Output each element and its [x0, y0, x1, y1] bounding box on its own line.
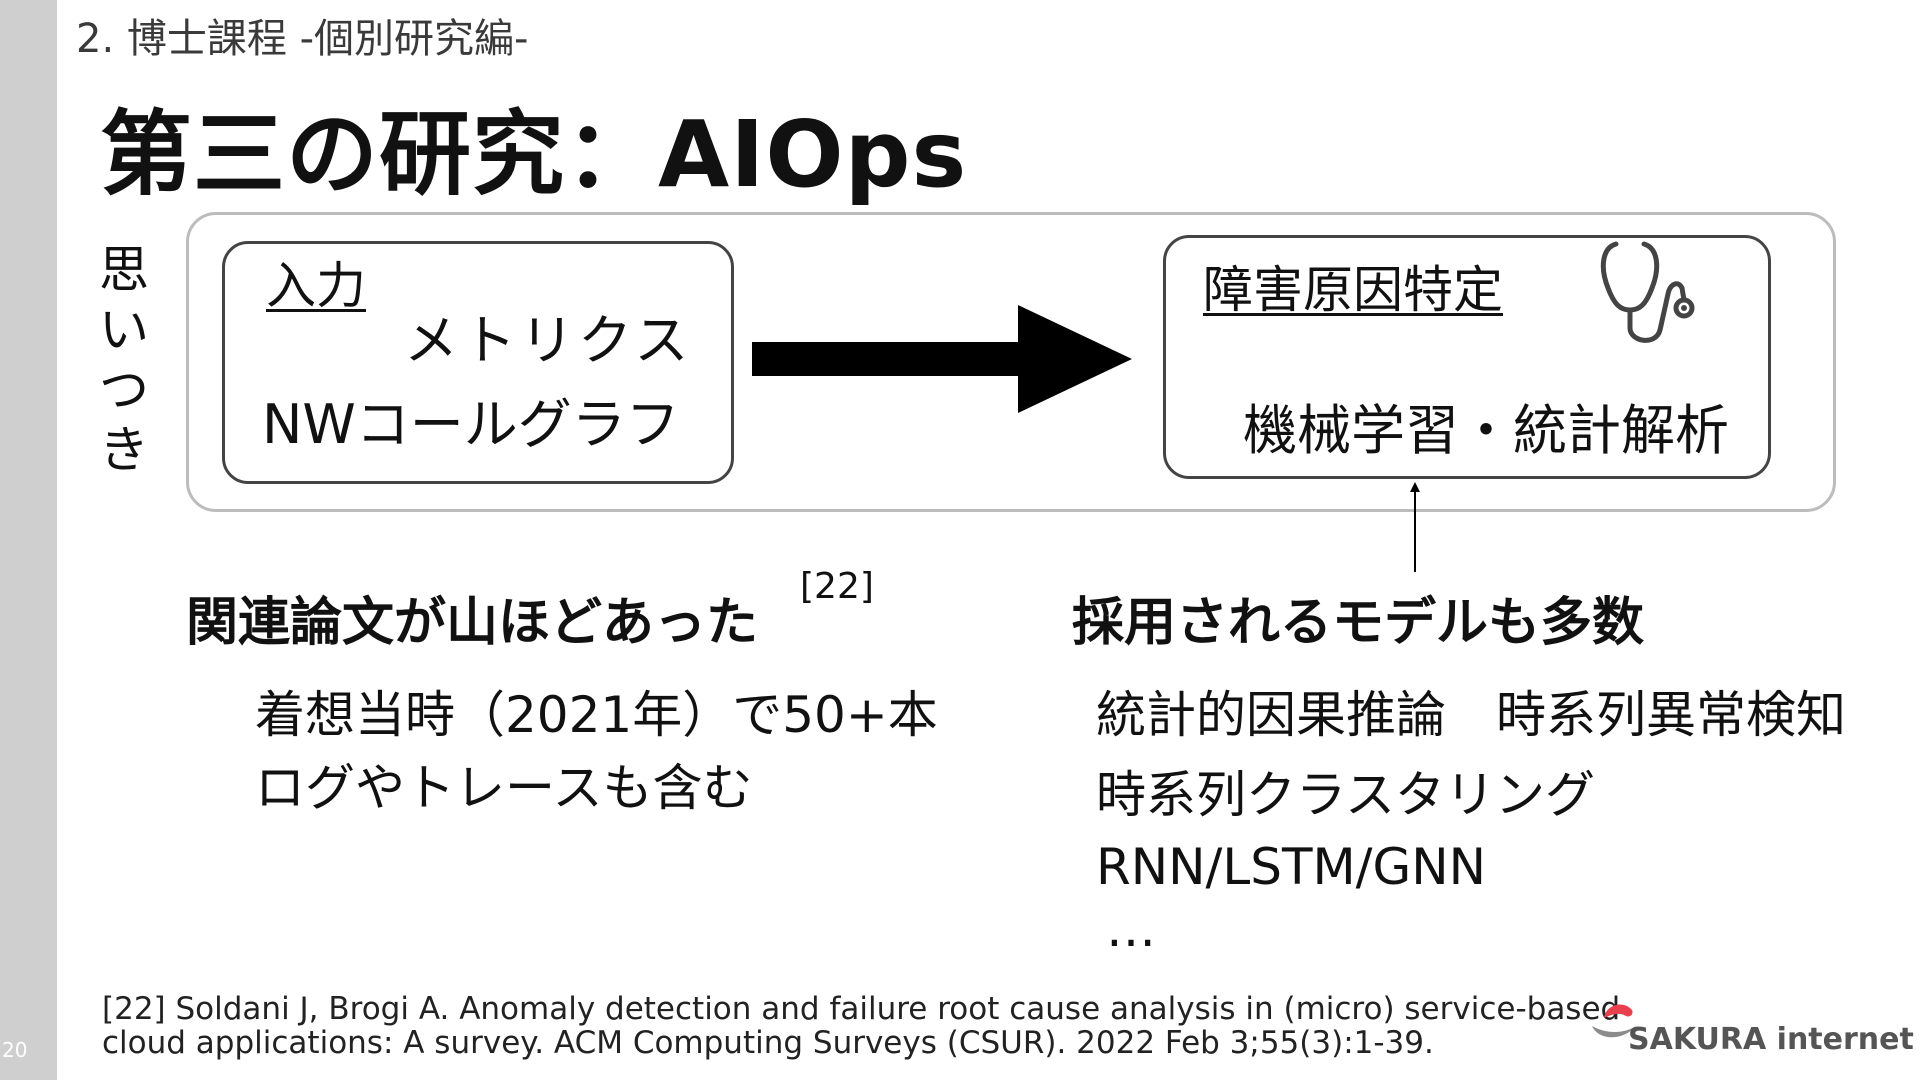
section-title: 2. 博士課程 -個別研究編-: [76, 16, 529, 62]
sakura-logo-icon: [1592, 1004, 1636, 1038]
idea-frame: [186, 212, 1836, 512]
slide-title: 第三の研究：AIOps: [100, 101, 968, 208]
idea-label-char: 思: [99, 241, 149, 299]
reference-line-2: cloud applications: A survey. ACM Comput…: [102, 1025, 1434, 1061]
left-heading: 関連論文が山ほどあった: [186, 593, 759, 653]
input-metrics: メトリクス: [404, 309, 693, 372]
left-item-scope: ログやトレースも含む: [255, 759, 753, 817]
idea-label-char: つ: [99, 361, 149, 419]
left-item-count: 着想当時（2021年）で50+本: [255, 686, 938, 744]
stethoscope-icon: [1600, 241, 1695, 343]
idea-vertical-label: 思 い つ き: [98, 240, 150, 480]
connector-arrow-icon: [1410, 482, 1420, 572]
page-number: 20: [2, 1038, 28, 1062]
output-heading: 障害原因特定: [1203, 261, 1503, 319]
reference-text: [22] Soldani J, Brogi A. Anomaly detecti…: [102, 992, 1620, 1060]
input-call-graph: NWコールグラフ: [262, 393, 680, 456]
right-item-causal: 統計的因果推論 時系列異常検知: [1096, 686, 1846, 744]
left-sidebar-bar: 20: [0, 0, 57, 1080]
right-item-ellipsis: …: [1106, 900, 1156, 958]
idea-label-char: い: [99, 301, 149, 359]
right-item-models: RNN/LSTM/GNN: [1096, 838, 1487, 896]
reference-line-1: [22] Soldani J, Brogi A. Anomaly detecti…: [102, 991, 1621, 1027]
citation-marker: [22]: [800, 566, 874, 607]
right-item-clustering: 時系列クラスタリング: [1096, 766, 1595, 824]
right-heading: 採用されるモデルも多数: [1072, 593, 1645, 653]
logo-text: SAKURA internet: [1628, 1022, 1914, 1057]
output-method: 機械学習・統計解析: [1243, 399, 1729, 462]
output-box: [1163, 235, 1771, 479]
input-heading: 入力: [266, 257, 366, 315]
input-box: [222, 241, 734, 484]
right-arrow-icon: [752, 305, 1132, 413]
idea-label-char: き: [99, 421, 149, 479]
